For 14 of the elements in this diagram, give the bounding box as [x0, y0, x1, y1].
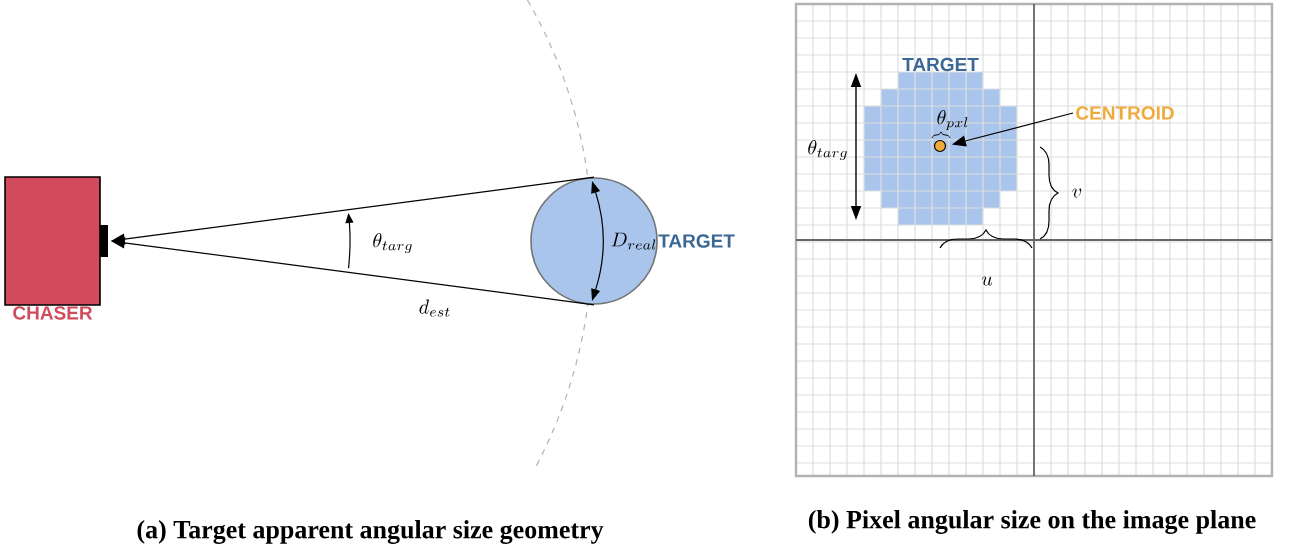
target-pixels: TARGET — [902, 57, 979, 72]
angle-label: $\theta_{pxl}$ — [937, 109, 968, 130]
node-label: CHASER — [13, 306, 93, 320]
dimension-label: $u$ — [981, 276, 993, 286]
distance-label: $d_{est}$ — [419, 299, 450, 317]
dimension-label: $v$ — [1072, 188, 1082, 198]
angle-label: $\theta_{targ}$ — [808, 139, 847, 160]
caption: (b) Pixel angular size on the image plane — [808, 510, 1256, 534]
centroid-label: CENTROID — [1076, 106, 1174, 120]
angle-label: $\theta_{targ}$ — [373, 232, 412, 253]
chaser-box: CHASER — [4, 176, 101, 320]
caption: (a) Target apparent angular size geometry — [137, 520, 604, 544]
node-label: TARGET — [658, 234, 735, 248]
dimension-label: $D_{real}$ — [611, 232, 656, 250]
